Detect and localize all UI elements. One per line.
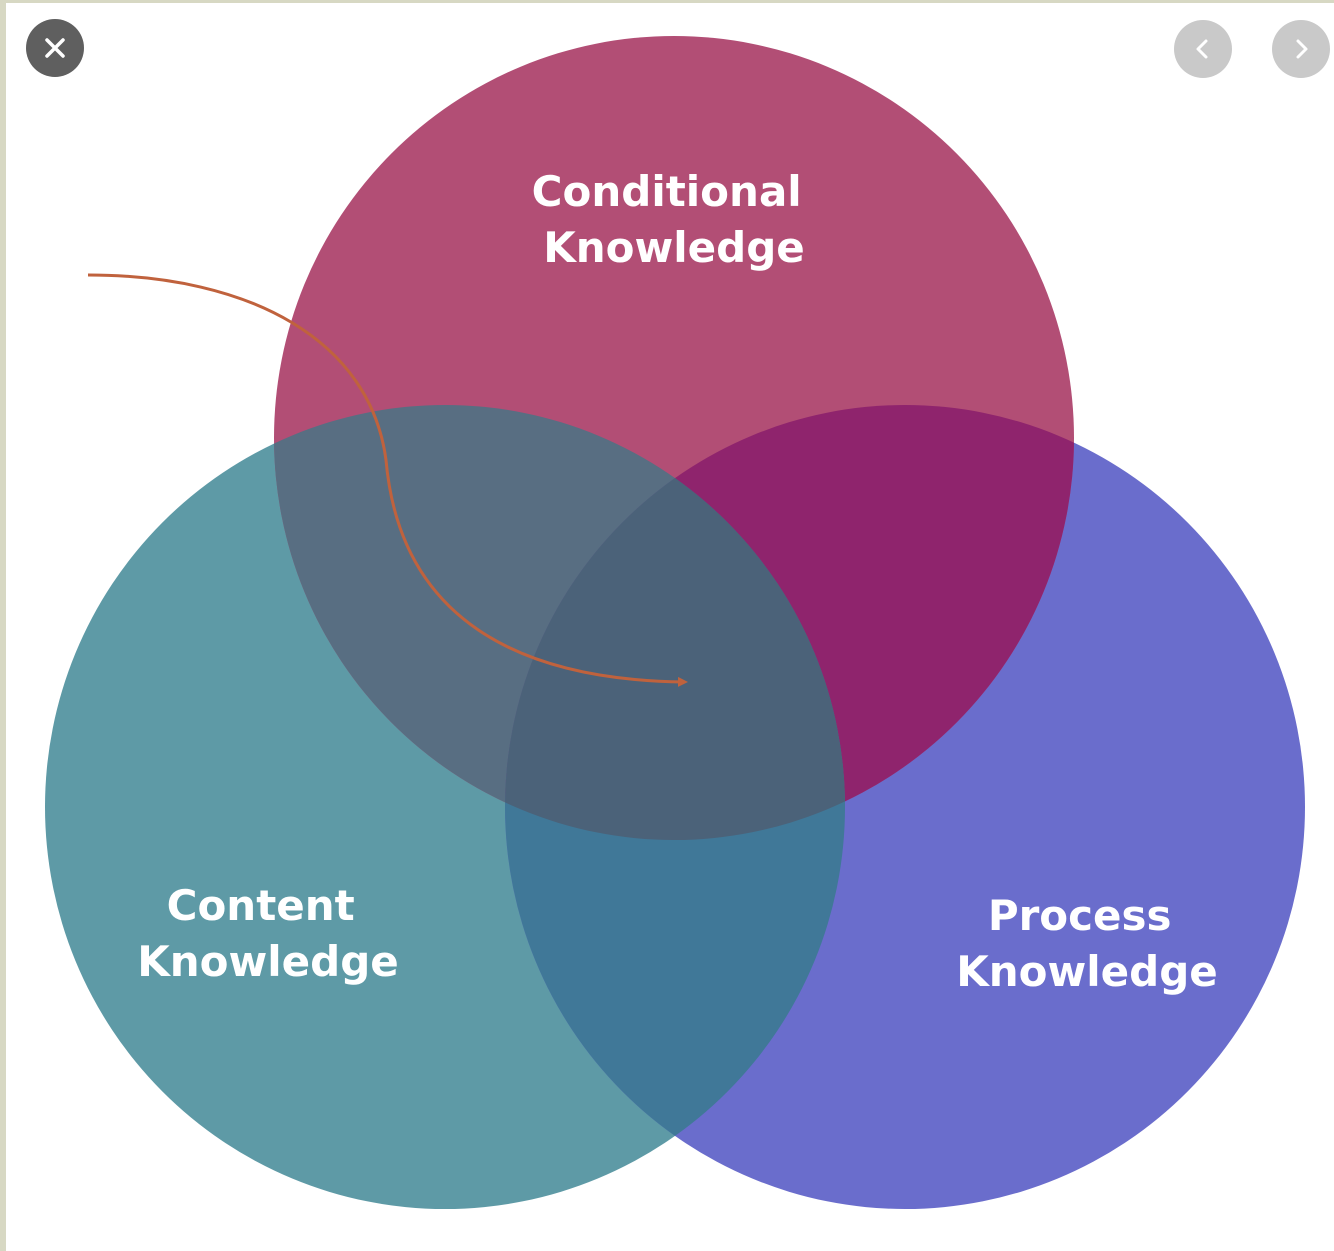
label-conditional: Conditional Knowledge: [532, 167, 817, 272]
label-content-line2: Knowledge: [137, 937, 399, 986]
label-process-line2: Knowledge: [956, 947, 1218, 996]
chevron-left-icon: [1196, 39, 1208, 59]
image-viewer: Conditional Knowledge Content Knowledge …: [6, 3, 1334, 1251]
close-button[interactable]: [26, 19, 84, 77]
overlap-center: [505, 405, 845, 840]
next-image-button[interactable]: [1272, 20, 1330, 78]
chevron-right-icon: [1296, 39, 1308, 59]
label-conditional-line1: Conditional: [532, 167, 802, 216]
label-content-line1: Content: [167, 881, 355, 930]
label-process: Process Knowledge: [956, 891, 1218, 996]
pointer-arrow: [87, 273, 688, 687]
venn-diagram: Conditional Knowledge Content Knowledge …: [45, 36, 1305, 1209]
label-process-line1: Process: [988, 891, 1172, 940]
label-conditional-line2: Knowledge: [543, 223, 805, 272]
previous-image-button[interactable]: [1174, 20, 1232, 78]
label-content: Content Knowledge: [137, 881, 399, 986]
close-icon: [45, 38, 65, 58]
